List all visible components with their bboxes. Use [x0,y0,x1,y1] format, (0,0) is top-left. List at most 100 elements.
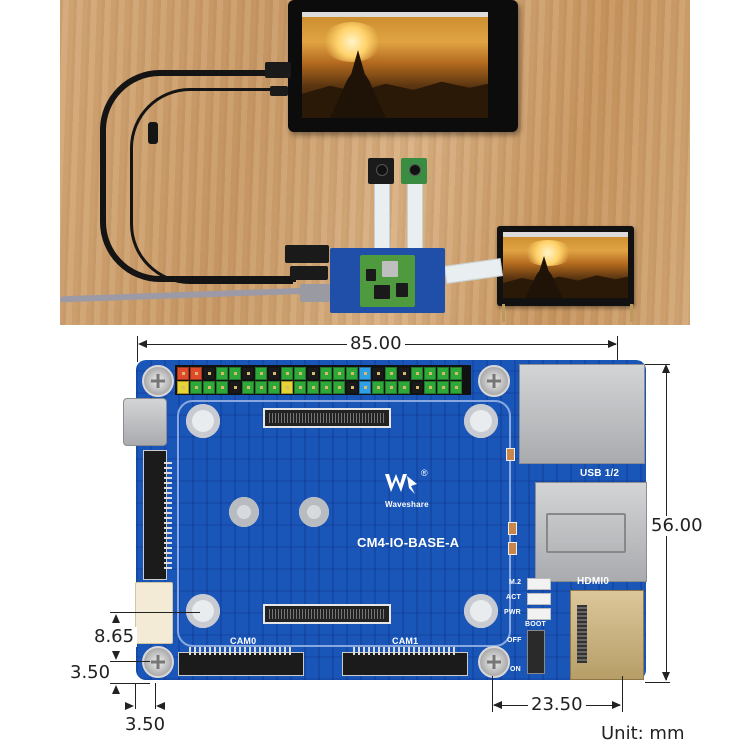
dim-extension [110,612,200,613]
gpio-pin [371,366,384,380]
gpio-pin [280,366,293,380]
camera-ribbon-right [407,175,423,257]
dim-extension [620,364,670,365]
gpio-pin [228,380,241,394]
compute-module-4 [360,255,415,307]
gpio-pin [384,380,397,394]
arrow-left-icon [156,702,165,710]
camera-module-left [368,158,394,184]
smd-component [506,448,515,461]
display-screen [302,12,488,118]
smd-component [508,542,517,555]
boot-label: BOOT [525,621,547,628]
ferrite-bead [148,122,158,144]
gpio-pin [358,366,371,380]
switch-off-label: OFF [507,637,522,644]
arrow-right-icon [608,340,617,348]
display-screen [503,232,628,298]
sun [322,22,382,62]
chip [374,285,390,299]
gpio-pin [280,380,293,394]
gpio-pin [202,380,215,394]
boot-switch [527,630,545,674]
brand-name: Waveshare [385,500,429,509]
gpio-pin [384,366,397,380]
gpio-pin [241,366,254,380]
large-hdmi-display [288,0,518,132]
hdmi-label: HDMI0 [577,576,610,587]
unit-label: Unit: mm [601,723,685,744]
gpio-pin [397,380,410,394]
led-act [527,593,551,605]
gpio-pin [345,380,358,394]
gpio-pin [254,380,267,394]
b2b-connector-bottom [263,604,391,624]
arrow-left-icon [138,340,147,348]
corner-screw [142,646,174,678]
lens-icon [376,164,388,176]
gpio-pin [241,380,254,394]
gpio-pin [358,380,371,394]
standoff [229,497,259,527]
ethernet-port [519,364,645,464]
taskbar [503,232,628,237]
dsi-connector [143,450,172,580]
hills [503,275,628,298]
led-m2-label: M.2 [509,579,522,586]
small-dsi-display [497,226,634,306]
arrow-right-icon [125,702,134,710]
gpio-pin [189,380,202,394]
gpio-pin [319,380,332,394]
camera-ribbon-left [374,175,390,257]
dim-extension [110,683,150,684]
hdmi-offset-label: 23.50 [528,695,586,715]
gpio-pin [449,366,462,380]
cam1-label: CAM1 [392,636,419,646]
gpio-pin [436,366,449,380]
led-pwr-label: PWR [504,609,521,616]
b2b-connector-top [263,408,391,428]
gpio-pin [267,366,280,380]
gpio-pin [397,366,410,380]
hole-offset-y-upper-label: 8.65 [91,627,138,647]
switch-on-label: ON [510,666,521,673]
cam0-connector [178,647,304,676]
gpio-pin [306,380,319,394]
gpio-pin [254,366,267,380]
led-pwr [527,608,551,620]
gpio-pin [345,366,358,380]
height-dimension-label: 56.00 [648,516,706,536]
gpio-pin [332,380,345,394]
usb-label: USB 1/2 [580,468,620,479]
gpio-pin [215,366,228,380]
hdmi-cable [100,70,296,282]
arrow-down-icon [662,672,670,681]
hole-offset-x-label: 3.50 [122,715,169,735]
registered-mark: ® [421,468,428,478]
gpio-pin [189,366,202,380]
usb-c-port [123,398,167,446]
mount-hole [464,594,498,628]
gpio-pin [267,380,280,394]
temple-silhouette [330,50,386,118]
product-photo [60,0,690,325]
corner-screw [478,646,510,678]
arrow-down-icon [112,651,120,660]
usb-plug [270,86,288,96]
usb-a-port [535,482,647,582]
board-name: CM4-IO-BASE-A [357,535,460,550]
hdmi-plug-board [285,245,329,263]
arrow-left-icon [493,701,502,709]
hdmi-plug [265,62,291,78]
waveshare-logo: ® [383,468,433,504]
corner-screw [142,365,174,397]
gpio-pin [293,366,306,380]
standoff [299,497,329,527]
gpio-pin [319,366,332,380]
usb-plug-board [290,266,328,280]
dim-extension [645,682,670,683]
mount-hole [186,594,220,628]
dim-extension [617,336,618,366]
smd-component [508,522,517,535]
hdmi-port [570,590,644,680]
